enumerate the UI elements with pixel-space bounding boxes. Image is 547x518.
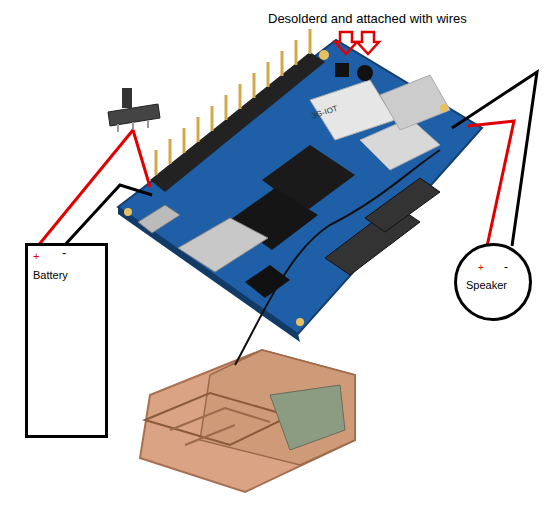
outline [27, 245, 107, 437]
speaker-label: Speaker [466, 280, 507, 291]
callout-arrows [335, 32, 379, 54]
speaker-circle: + - Speaker [454, 243, 532, 321]
slide-switch [108, 88, 160, 132]
minus-sign: - [62, 246, 66, 259]
plus-sign: + [33, 251, 39, 262]
battery-box: + - Battery [25, 243, 108, 438]
outline [456, 245, 531, 320]
plus-sign: + [478, 263, 484, 273]
antenna-panels [140, 350, 355, 492]
minus-sign: - [504, 261, 508, 273]
battery-label: Battery [33, 270, 68, 281]
note-text: Desolderd and attached with wires [268, 12, 467, 25]
antenna-cable [235, 150, 440, 365]
wires [37, 72, 537, 265]
pcb-board [118, 29, 482, 342]
